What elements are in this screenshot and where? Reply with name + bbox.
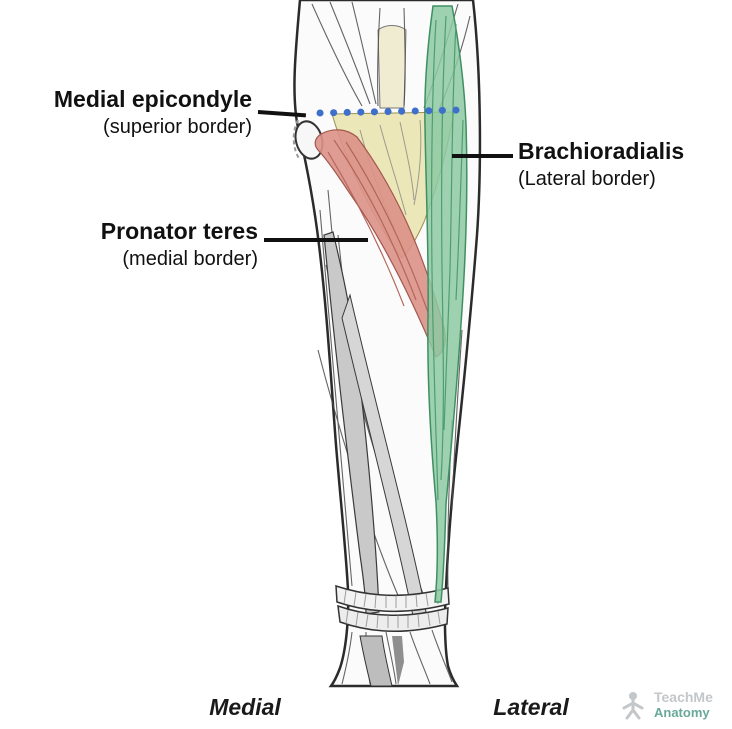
hand-base-lines (341, 629, 453, 685)
biceps-tendon (377, 25, 407, 109)
pointer-line-brachioradialis (452, 154, 513, 158)
pointer-line-pronator-teres (264, 238, 368, 242)
logo-text: TeachMe Anatomy (654, 689, 713, 720)
hand-notch (392, 636, 404, 686)
superior-border-dotted-line (316, 106, 466, 117)
label-brachioradialis-subtitle: (Lateral border) (518, 167, 656, 190)
epicondyle-dashed-arc (292, 119, 301, 161)
brachioradialis-striations (431, 15, 464, 501)
wrist-band-upper-hatching (343, 589, 439, 609)
label-brachioradialis: Brachioradialis (Lateral border) (518, 137, 728, 192)
label-pronator-teres: Pronator teres (medial border) (38, 217, 258, 272)
label-pronator-teres-subtitle: (medial border) (122, 247, 258, 270)
wrist-band-lower-hatching (345, 609, 441, 629)
logo-text-anatomy: Anatomy (654, 704, 710, 720)
orientation-label-medial: Medial (209, 694, 281, 720)
label-brachioradialis-title: Brachioradialis (518, 138, 685, 164)
label-medial-epicondyle: Medial epicondyle (superior border) (0, 85, 252, 140)
teachme-anatomy-logo: TeachMe Anatomy (618, 689, 713, 720)
hand-gray-shade (359, 635, 393, 687)
label-medial-epicondyle-title: Medial epicondyle (53, 86, 252, 112)
orientation-label-lateral: Lateral (493, 694, 569, 720)
logo-text-teachme: TeachMe (654, 689, 713, 706)
label-pronator-teres-title: Pronator teres (100, 218, 258, 244)
pronator-striations (327, 139, 431, 319)
anatomy-figure-icon (622, 692, 644, 720)
label-medial-epicondyle-subtitle: (superior border) (103, 115, 252, 138)
wrist-band-lower (337, 604, 449, 633)
